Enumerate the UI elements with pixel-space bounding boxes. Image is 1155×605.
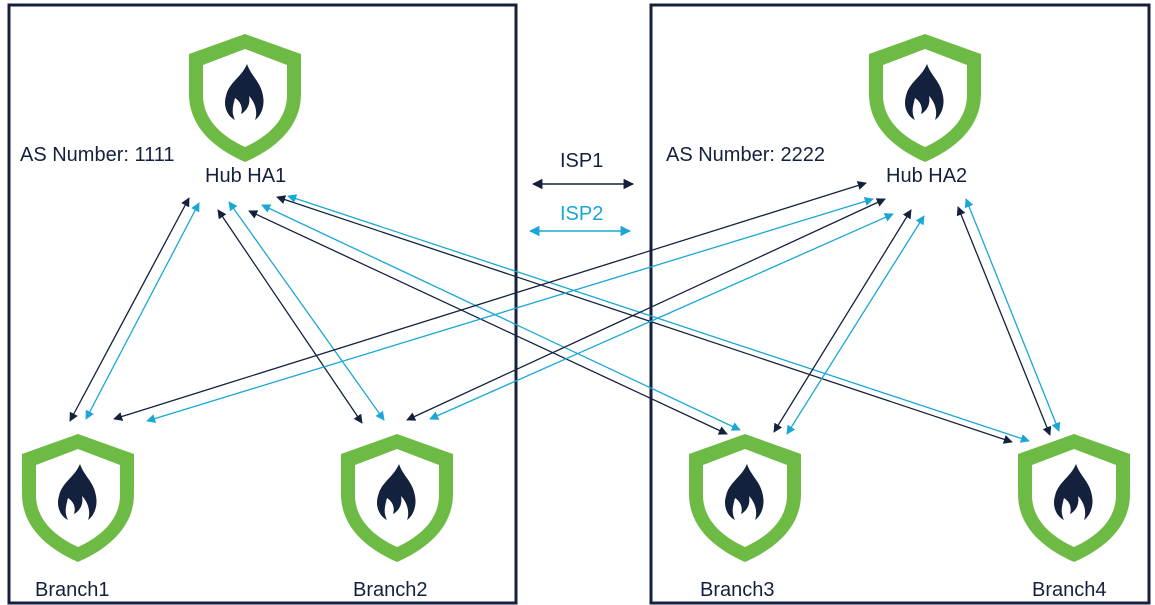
branch2-label: Branch2	[353, 579, 428, 601]
hub-ha1-label: Hub HA1	[205, 165, 286, 187]
link-hub-ha2-branch4-isp1	[956, 206, 1052, 436]
link-hub-ha2-branch4-isp2	[964, 198, 1061, 432]
left-as-number: AS Number: 1111	[20, 144, 175, 166]
right-as-number: AS Number: 2222	[666, 144, 825, 166]
branch4-firewall-icon	[1018, 434, 1130, 562]
link-hub-ha2-branch2-isp1	[406, 198, 886, 421]
hub-ha1-firewall-icon	[189, 34, 301, 162]
hub-ha2-label: Hub HA2	[886, 165, 967, 187]
link-hub-ha2-branch1-isp2	[146, 197, 874, 423]
branch2-firewall-icon	[341, 434, 453, 562]
link-hub-ha2-branch3-isp1	[773, 209, 912, 433]
branch4-label: Branch4	[1032, 579, 1107, 601]
link-hub-ha1-branch4-isp1	[276, 195, 1013, 444]
branch1-label: Branch1	[35, 579, 110, 601]
link-hub-ha1-branch1-isp1	[69, 197, 190, 422]
branch1-firewall-icon	[22, 434, 134, 562]
legend-isp2-label: ISP2	[560, 203, 603, 225]
link-hub-ha1-branch2-isp2	[228, 201, 385, 421]
links-layer	[69, 181, 1061, 444]
legend-isp1-label: ISP1	[560, 150, 603, 172]
link-hub-ha2-branch3-isp2	[786, 215, 925, 435]
branch3-firewall-icon	[689, 434, 801, 562]
link-hub-ha1-branch3-isp2	[261, 204, 741, 431]
branch3-label: Branch3	[700, 579, 775, 601]
link-hub-ha2-branch1-isp1	[113, 181, 867, 421]
link-hub-ha1-branch1-isp2	[85, 202, 200, 420]
hub-ha2-firewall-icon	[869, 34, 981, 162]
